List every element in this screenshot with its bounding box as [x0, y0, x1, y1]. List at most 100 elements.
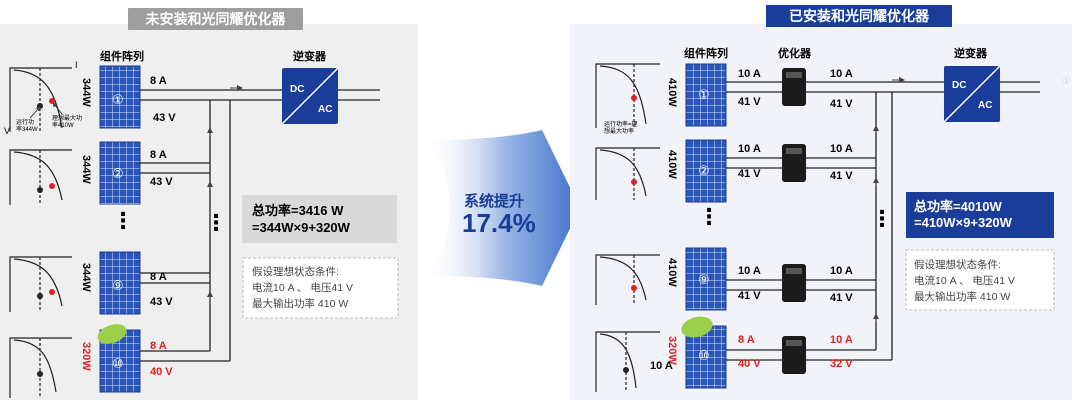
pv-module-1	[99, 65, 141, 129]
module-index-10: ⑩	[112, 356, 124, 371]
iv-curve-r10	[595, 331, 660, 392]
ideal-mpp-point	[631, 179, 637, 185]
left-condition-box	[242, 257, 399, 319]
current-9: 8 A	[150, 271, 167, 283]
r-out-voltage-10: 32 V	[830, 358, 853, 370]
module-power-10: 320W	[80, 342, 92, 371]
right-panel-title: 已安装和光同耀优化器	[766, 5, 952, 27]
r-in-voltage-9: 41 V	[738, 290, 761, 302]
left-diagram	[9, 65, 399, 398]
module-power-1: 344W	[80, 78, 92, 107]
right-total-line2: =410W×9+320W	[914, 215, 1012, 230]
right-curve-note: 运行功率=理 想最大功率	[604, 122, 638, 135]
improvement-value: 17.4%	[462, 208, 536, 238]
operating-point	[37, 293, 43, 299]
r-in-current-2: 10 A	[738, 143, 761, 155]
iv-curve-2	[9, 149, 72, 205]
r-module-index-10: ⑩	[698, 348, 710, 363]
ideal-mpp-point	[49, 98, 55, 104]
right-side-mark: ①	[1062, 76, 1071, 87]
left-panel-title: 未安装和光同耀优化器	[128, 8, 303, 30]
r-out-current-2: 10 A	[830, 143, 853, 155]
operating-point	[37, 103, 43, 109]
r-in-current-1: 10 A	[738, 68, 761, 80]
optimizer-1	[782, 68, 806, 106]
r-out-current-9: 10 A	[830, 265, 853, 277]
right-cond-line1: 假设理想状态条件:	[914, 259, 1001, 271]
pv-module-r2	[685, 139, 727, 203]
module-power-2: 344W	[80, 155, 92, 184]
r-module-index-2: ②	[698, 163, 710, 178]
voltage-1: 43 V	[153, 112, 176, 124]
optimizer-2	[782, 144, 806, 182]
iv-curve-9	[9, 256, 72, 312]
current-2: 8 A	[150, 149, 167, 161]
curve-axis-i: I	[75, 60, 78, 70]
current-10: 8 A	[150, 340, 167, 352]
current-1: 8 A	[150, 75, 167, 87]
inverter-left	[281, 67, 339, 125]
inverter-dc-label: DC	[290, 84, 305, 95]
pv-module-r1	[685, 63, 727, 127]
optimizer-10	[782, 336, 806, 374]
left-cond-line2: 电流10 A 、 电压41 V	[252, 282, 353, 294]
r-out-current-10: 10 A	[830, 334, 853, 346]
right-col-array-label: 组件阵列	[684, 48, 728, 60]
operating-point	[37, 187, 43, 193]
improvement-arrow	[430, 130, 580, 286]
inverter-ac-label-right: AC	[978, 100, 993, 111]
voltage-9: 43 V	[150, 296, 173, 308]
r-module-power-10: 320W	[666, 336, 678, 365]
right-col-optimizer-label: 优化器	[778, 48, 811, 60]
left-col-array-label: 组件阵列	[100, 51, 144, 63]
voltage-10: 40 V	[150, 366, 173, 378]
right-col-inverter-label: 逆变器	[954, 48, 987, 60]
left-total-box	[242, 195, 397, 243]
r-module-power-1: 410W	[666, 78, 678, 107]
ideal-mpp-point	[49, 289, 55, 295]
module-index-1: ①	[112, 92, 124, 107]
r-module-power-2: 410W	[666, 150, 678, 179]
curve-axis-v: V	[4, 126, 11, 136]
r-in-current-9: 10 A	[738, 265, 761, 277]
ellipsis-left-wire: ⋮	[205, 210, 227, 235]
left-cond-line3: 最大输出功率 410 W	[252, 298, 349, 310]
shade-current: 10 A	[650, 360, 673, 372]
ideal-mpp-point	[631, 285, 637, 291]
ideal-mpp-point	[49, 183, 55, 189]
left-total-line2: =344W×9+320W	[252, 220, 350, 235]
operating-point	[37, 371, 43, 377]
string-wiring-right	[726, 81, 1040, 361]
r-out-voltage-1: 41 V	[830, 98, 853, 110]
right-cond-line3: 最大输出功率 410 W	[914, 291, 1011, 303]
inverter-ac-label: AC	[318, 104, 333, 115]
left-col-inverter-label: 逆变器	[293, 51, 326, 63]
iv-curve-r2	[595, 147, 660, 200]
module-index-9: ⑨	[112, 278, 124, 293]
right-total-box	[906, 192, 1054, 238]
iv-curve-1	[9, 67, 72, 132]
curve-note-run: 运行功 率344W	[16, 120, 38, 133]
module-power-9: 344W	[80, 263, 92, 292]
pv-module-2	[99, 141, 141, 205]
voltage-2: 43 V	[150, 176, 173, 188]
right-condition-box	[905, 249, 1055, 311]
r-in-voltage-10: 40 V	[738, 358, 761, 370]
left-total-line1: 总功率=3416 W	[252, 203, 344, 218]
iv-curve-r1	[595, 63, 660, 128]
right-diagram	[595, 63, 1055, 392]
r-module-index-9: ⑨	[698, 272, 710, 287]
ellipsis-left: ⋮	[112, 208, 134, 233]
r-in-voltage-1: 41 V	[738, 96, 761, 108]
inverter-right	[943, 65, 1001, 123]
r-module-index-1: ①	[698, 87, 710, 102]
optimizer-9	[782, 264, 806, 302]
curve-note-ideal: 理想最大功 率410W	[52, 116, 83, 129]
module-index-2: ②	[112, 166, 124, 181]
inverter-dc-label-right: DC	[952, 80, 967, 91]
r-out-voltage-2: 41 V	[830, 170, 853, 182]
r-out-current-1: 10 A	[830, 68, 853, 80]
pv-module-r9	[685, 247, 727, 311]
string-wiring	[140, 89, 380, 362]
ellipsis-right: ⋮	[698, 204, 720, 229]
